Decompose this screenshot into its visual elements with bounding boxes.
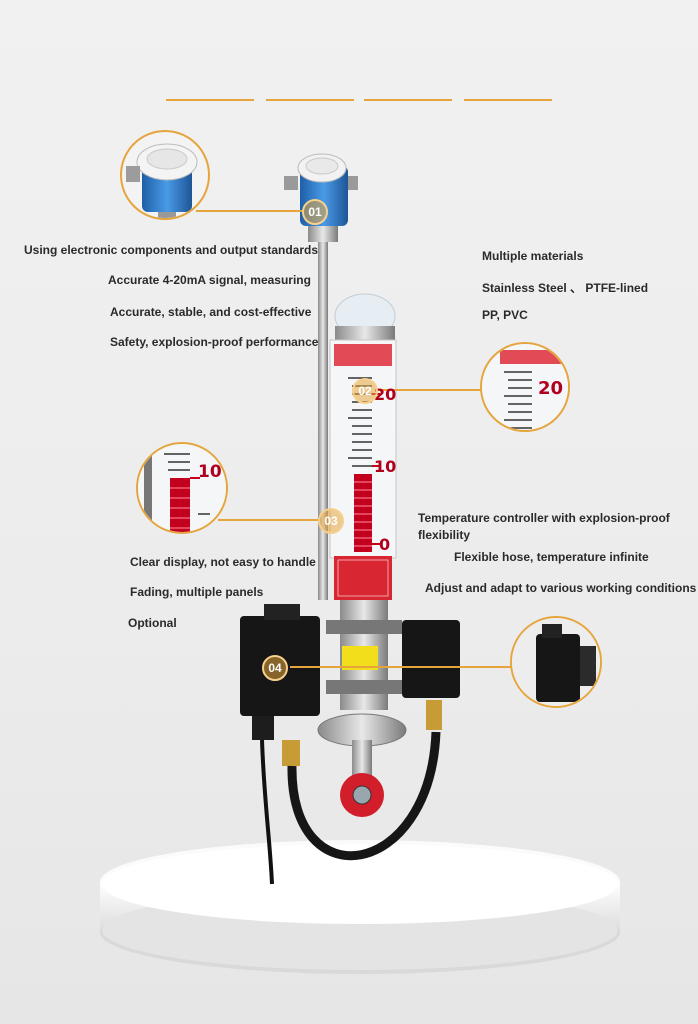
feature-temperature-controller: Temperature controller with explosion-pr…	[418, 511, 670, 525]
callout-badge-01: 01	[302, 199, 328, 225]
connector-line-02	[376, 389, 482, 391]
connector-line-04	[290, 666, 512, 668]
switch-box-right	[402, 620, 460, 698]
header-line-2	[266, 99, 354, 101]
zoom-circle-switch	[510, 616, 602, 708]
zoom-circle-scale-top: 20	[480, 342, 570, 432]
indicator-flaps	[354, 474, 372, 552]
feature-stainless-ptfe: Stainless Steel 、 PTFE-lined	[482, 281, 649, 295]
zoom-scale-label-20: 20	[538, 378, 564, 399]
feature-stable-cost: Accurate, stable, and cost-effective	[110, 305, 312, 319]
feature-accurate-signal: Accurate 4-20mA signal, measuring	[108, 273, 311, 287]
flexible-hose	[287, 731, 441, 860]
feature-multiple-materials: Multiple materials	[482, 249, 584, 263]
callout-badge-03: 03	[318, 508, 344, 534]
feature-explosion-proof: Safety, explosion-proof performance	[110, 335, 319, 349]
feature-flexibility: flexibility	[418, 528, 471, 542]
feature-optional: Optional	[128, 616, 177, 630]
feature-fading-panels: Fading, multiple panels	[130, 585, 264, 599]
nameplate	[334, 556, 392, 600]
scale-label-0: 0	[379, 535, 391, 554]
header-line-4	[464, 99, 552, 101]
header-line-1	[166, 99, 254, 101]
scale-label-20: 20	[374, 385, 397, 404]
connector-line-01	[196, 210, 304, 212]
zoom-scale-label-10: 10	[198, 462, 222, 482]
scale-ticks	[348, 377, 372, 467]
header-line-3	[364, 99, 452, 101]
feature-flexible-hose: Flexible hose, temperature infinite	[454, 550, 649, 564]
callout-badge-04: 04	[262, 655, 288, 681]
feature-electronic-components: Using electronic components and output s…	[24, 243, 319, 257]
feature-adjust-adapt: Adjust and adapt to various working cond…	[425, 581, 697, 595]
connector-line-03	[218, 519, 320, 521]
zoom-circle-scale-mid: 10	[136, 442, 228, 534]
scale-label-10: 10	[374, 457, 397, 476]
transmitter-rod	[318, 230, 328, 600]
zoom-circle-transmitter	[120, 130, 210, 220]
gauge-top-label	[334, 344, 392, 366]
feature-clear-display: Clear display, not easy to handle	[130, 555, 316, 569]
callout-badge-02: 02	[352, 378, 378, 404]
feature-pp-pvc: PP, PVC	[482, 308, 528, 322]
